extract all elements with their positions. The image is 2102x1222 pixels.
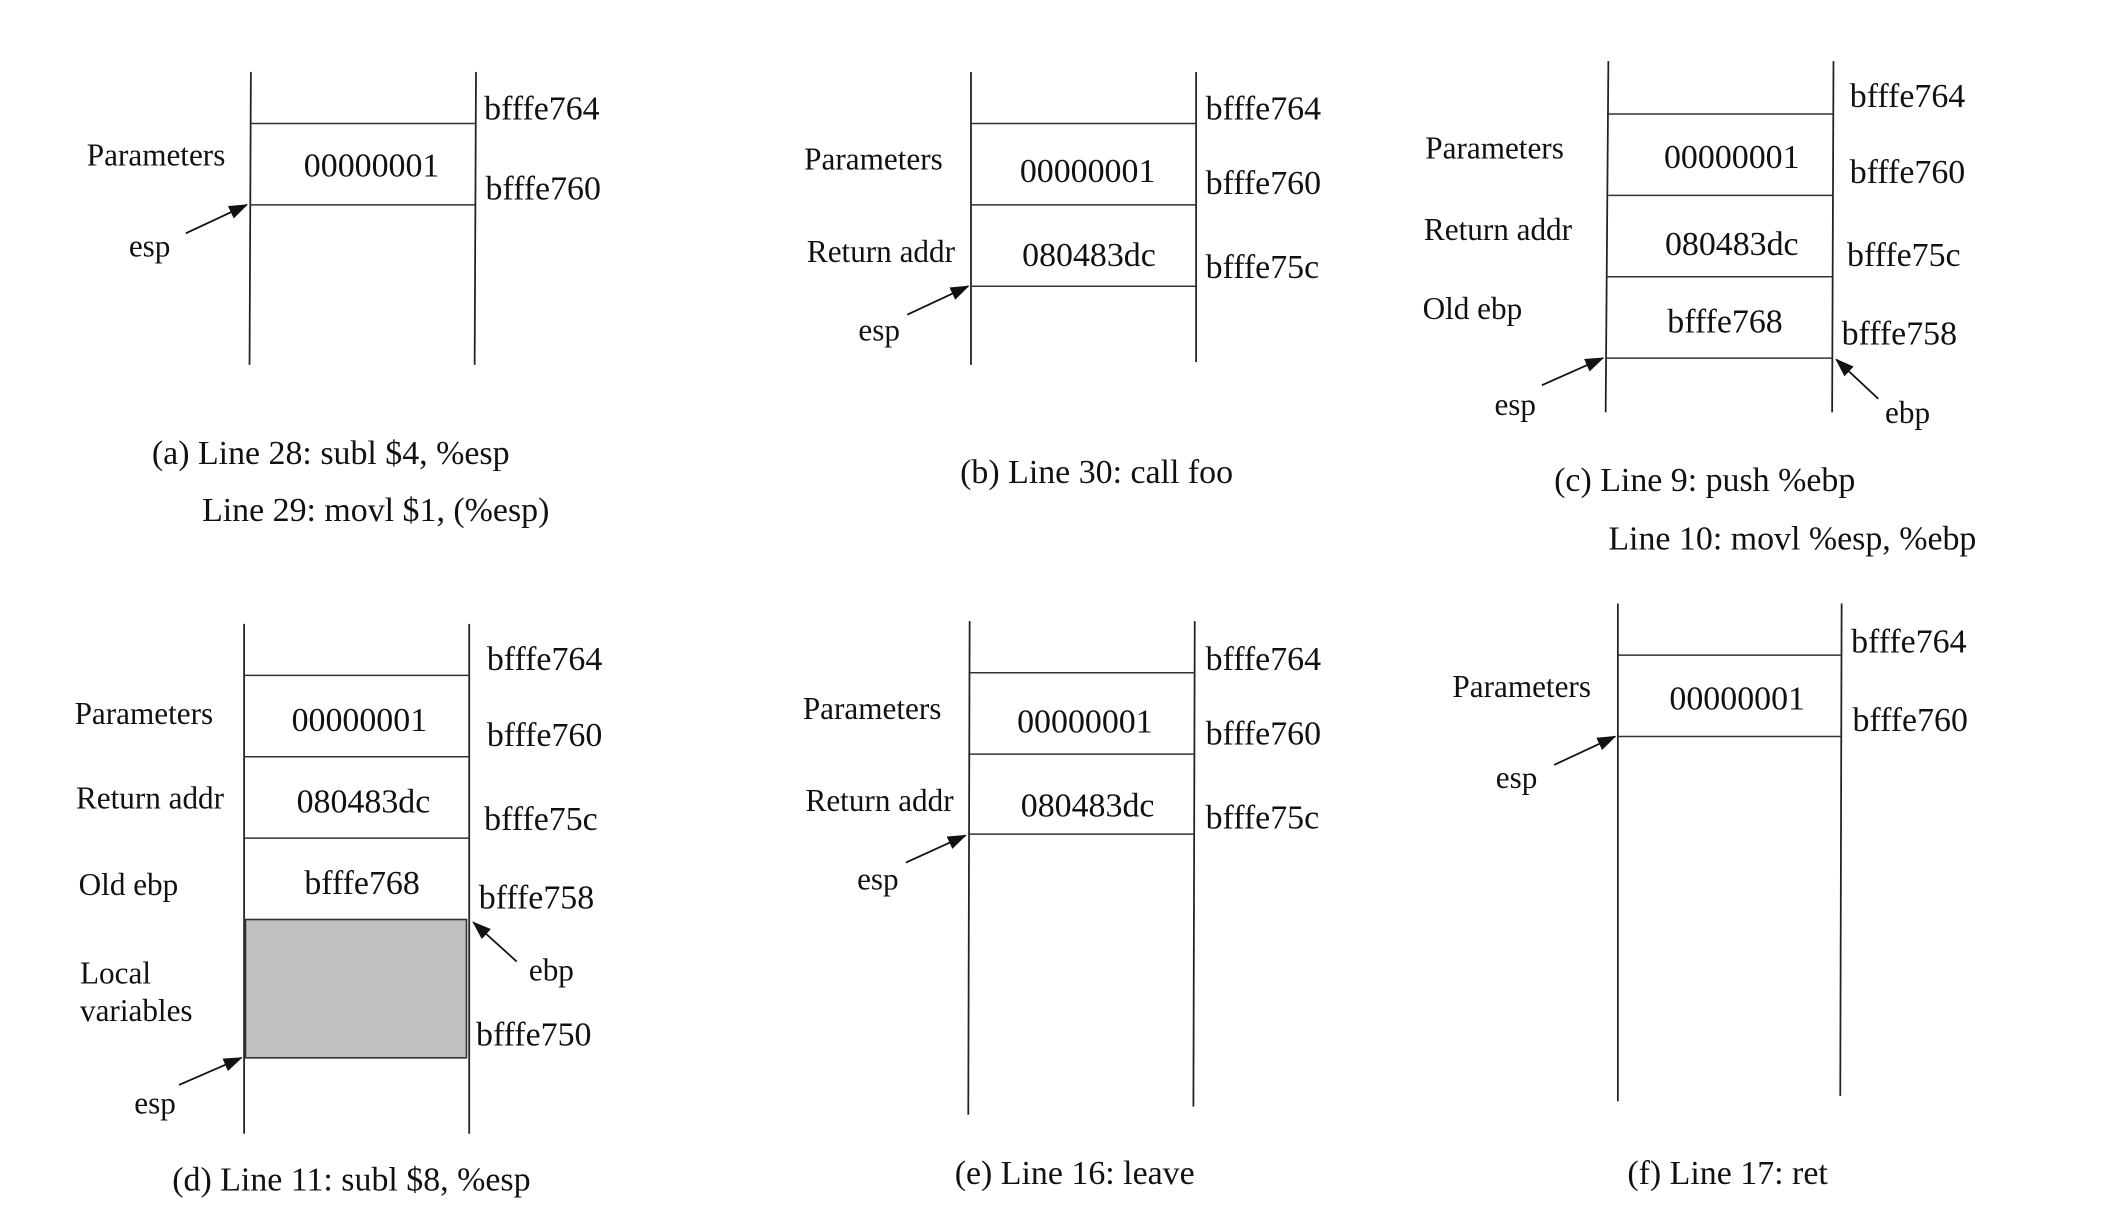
panel-caption: (b) Line 30: call foo xyxy=(960,454,1233,491)
slot-label: Parameters xyxy=(804,142,943,177)
panel-caption: (d) Line 11: subl $8, %esp xyxy=(172,1162,530,1199)
esp-pointer-label: esp xyxy=(857,862,899,897)
slot-label: Local xyxy=(80,955,151,990)
stack-right-wall xyxy=(1839,603,1843,1096)
esp-pointer-label: esp xyxy=(129,228,171,263)
slot-value: 080483dc xyxy=(297,783,431,820)
address-label: bfffe760 xyxy=(487,717,602,754)
slot-label: Return addr xyxy=(806,783,955,818)
panel-caption: Line 29: movl $1, (%esp) xyxy=(202,492,549,529)
address-label: bfffe75c xyxy=(1206,249,1320,286)
slot-label: Old ebp xyxy=(1423,291,1523,326)
address-label: bfffe764 xyxy=(484,90,600,127)
slot-label: Parameters xyxy=(87,138,226,173)
slot-label: Return addr xyxy=(807,234,956,269)
esp-pointer-label: esp xyxy=(1494,387,1536,422)
address-label: bfffe760 xyxy=(485,170,600,207)
ebp-arrow xyxy=(472,921,518,963)
slot-label: Parameters xyxy=(1425,131,1564,166)
slot-value: 00000001 xyxy=(292,702,428,739)
esp-arrow xyxy=(906,285,970,316)
esp-pointer-label: esp xyxy=(1496,760,1538,795)
address-label: bfffe760 xyxy=(1206,165,1321,202)
address-label: bfffe760 xyxy=(1206,716,1321,753)
esp-pointer-label: esp xyxy=(134,1085,176,1120)
slot-value: 00000001 xyxy=(1664,139,1800,176)
slot-value: bfffe768 xyxy=(304,865,419,902)
address-label: bfffe758 xyxy=(1842,316,1957,353)
address-label: bfffe75c xyxy=(1847,237,1961,274)
stack-right-wall xyxy=(1831,61,1835,413)
slot-label: Old ebp xyxy=(79,867,179,902)
esp-arrow xyxy=(1541,357,1605,387)
esp-arrow xyxy=(178,1057,243,1086)
stack-left-wall xyxy=(967,621,971,1115)
slot-label: Parameters xyxy=(803,691,942,726)
panel-a: Parameters 00000001 bfffe764 bfffe760 es… xyxy=(87,71,601,529)
slot-label: Parameters xyxy=(1452,669,1591,704)
panel-d: Parameters 00000001 Return addr 080483dc… xyxy=(75,623,603,1199)
slot-value: 00000001 xyxy=(1020,153,1156,190)
slot-value: 00000001 xyxy=(304,147,440,184)
address-label: bfffe758 xyxy=(479,880,594,917)
address-label: bfffe764 xyxy=(487,641,603,678)
address-label: bfffe764 xyxy=(1206,641,1322,678)
slot-value: bfffe768 xyxy=(1667,303,1782,340)
address-label: bfffe75c xyxy=(1206,800,1320,837)
slot-value: 00000001 xyxy=(1017,703,1153,740)
stack-left-wall xyxy=(1604,61,1610,413)
panel-caption: (f) Line 17: ret xyxy=(1627,1155,1828,1192)
address-label: bfffe764 xyxy=(1851,623,1967,660)
slot-value: 080483dc xyxy=(1021,787,1155,824)
panel-caption: (c) Line 9: push %ebp xyxy=(1554,462,1855,499)
slot-value: 080483dc xyxy=(1022,237,1156,274)
slot-label: Parameters xyxy=(75,696,214,731)
esp-arrow xyxy=(1553,735,1617,766)
panel-b: Parameters 00000001 Return addr 080483dc… xyxy=(804,71,1322,491)
stack-right-wall xyxy=(1192,621,1196,1107)
panel-caption: (e) Line 16: leave xyxy=(955,1155,1195,1192)
address-label: bfffe760 xyxy=(1850,154,1965,191)
slot-value: 080483dc xyxy=(1665,226,1799,263)
address-label: bfffe764 xyxy=(1850,78,1966,115)
ebp-pointer-label: ebp xyxy=(1885,395,1930,430)
slot-label: variables xyxy=(80,993,193,1028)
local-variables-region xyxy=(244,918,468,1059)
panel-c: Parameters 00000001 Return addr 080483dc… xyxy=(1423,61,1976,557)
address-label: bfffe750 xyxy=(476,1017,591,1054)
panel-caption: Line 10: movl %esp, %ebp xyxy=(1608,520,1976,557)
slot-value: 00000001 xyxy=(1669,680,1805,717)
esp-arrow xyxy=(185,204,249,235)
slot-label: Return addr xyxy=(76,780,225,815)
ebp-pointer-label: ebp xyxy=(529,953,574,988)
esp-pointer-label: esp xyxy=(858,312,900,347)
panel-e: Parameters 00000001 Return addr 080483dc… xyxy=(803,621,1321,1192)
ebp-arrow xyxy=(1835,358,1879,400)
panel-caption: (a) Line 28: subl $4, %esp xyxy=(152,435,510,472)
address-label: bfffe764 xyxy=(1206,90,1322,127)
panel-f: Parameters 00000001 bfffe764 bfffe760 es… xyxy=(1452,603,1968,1192)
slot-label: Return addr xyxy=(1424,212,1573,247)
esp-arrow xyxy=(905,834,967,864)
address-label: bfffe75c xyxy=(484,801,598,838)
stack-left-wall xyxy=(248,71,252,365)
stack-right-wall xyxy=(473,71,477,365)
address-label: bfffe760 xyxy=(1852,702,1967,739)
